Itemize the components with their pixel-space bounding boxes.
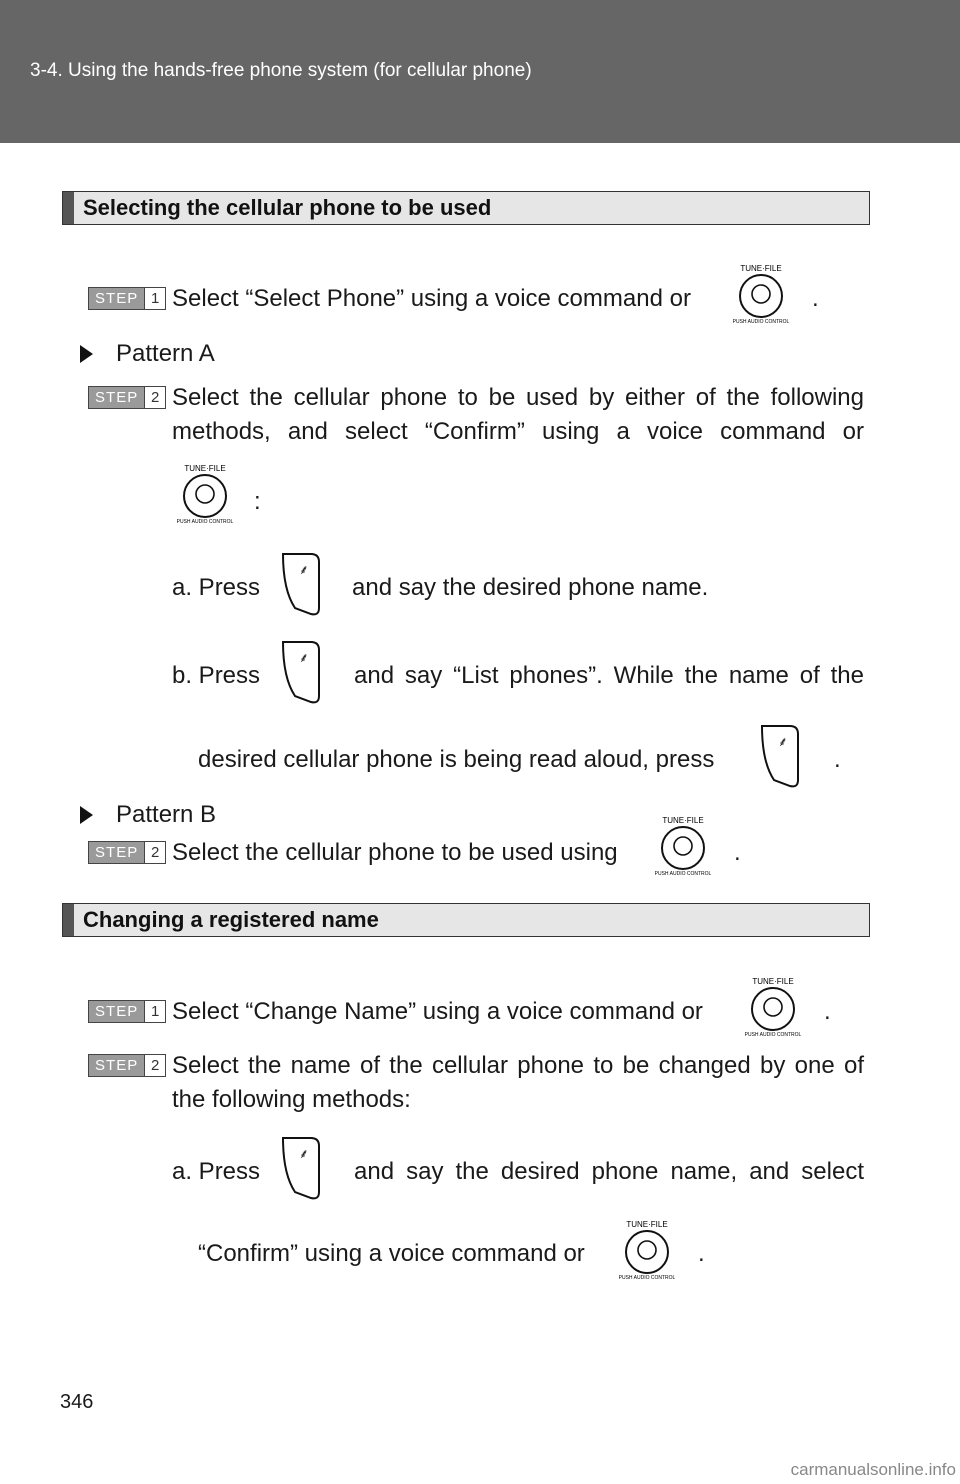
svg-text:PUSH AUDIO CONTROL: PUSH AUDIO CONTROL	[655, 871, 712, 877]
svg-text:TUNE·FILE: TUNE·FILE	[740, 264, 781, 273]
section-title: Changing a registered name	[83, 907, 379, 932]
svg-text:TUNE·FILE: TUNE·FILE	[662, 816, 703, 825]
svg-text:⸙: ⸙	[299, 563, 309, 578]
chapter-title: 3-4. Using the hands-free phone system (…	[30, 60, 532, 81]
svg-text:TUNE·FILE: TUNE·FILE	[626, 1220, 667, 1229]
svg-text:⸙: ⸙	[778, 735, 788, 750]
tune-file-knob-icon: TUNE·FILE PUSH AUDIO CONTROL	[733, 264, 790, 325]
page-number: 346	[60, 1391, 94, 1413]
tune-file-knob-icon: TUNE·FILE PUSH AUDIO CONTROL	[655, 816, 712, 877]
talk-switch-icon: ⸙	[281, 1137, 320, 1200]
section-heading-select-phone: Selecting the cellular phone to be used	[62, 191, 870, 225]
footer-watermark: carmanualsonline.info	[790, 1460, 956, 1479]
pattern-arrow-icon	[80, 806, 93, 824]
svg-text:TUNE·FILE: TUNE·FILE	[752, 977, 793, 986]
svg-text:PUSH AUDIO CONTROL: PUSH AUDIO CONTROL	[745, 1032, 802, 1038]
tune-file-knob-icon: TUNE·FILE PUSH AUDIO CONTROL	[619, 1220, 676, 1281]
tune-file-knob-icon: TUNE·FILE PUSH AUDIO CONTROL	[177, 464, 234, 525]
section-title: Selecting the cellular phone to be used	[83, 195, 492, 220]
svg-text:PUSH AUDIO CONTROL: PUSH AUDIO CONTROL	[733, 319, 790, 325]
talk-switch-icon: ⸙	[281, 553, 320, 616]
pattern-arrow-icon	[80, 345, 93, 363]
pattern-a-label: Pattern A	[116, 340, 215, 367]
svg-text:⸙: ⸙	[299, 651, 309, 666]
svg-text:⸙: ⸙	[299, 1147, 309, 1162]
talk-switch-icon: ⸙	[760, 725, 799, 788]
header-bar: 3-4. Using the hands-free phone system (…	[0, 0, 960, 143]
step1-text: Select “Select Phone” using a voice comm…	[172, 285, 691, 312]
svg-text:TUNE·FILE: TUNE·FILE	[184, 464, 225, 473]
pattern-b-label: Pattern B	[116, 801, 217, 828]
svg-text:PUSH AUDIO CONTROL: PUSH AUDIO CONTROL	[619, 1275, 676, 1281]
section-heading-change-name: Changing a registered name	[62, 903, 870, 937]
svg-text:PUSH AUDIO CONTROL: PUSH AUDIO CONTROL	[177, 519, 234, 525]
talk-switch-icon: ⸙	[281, 641, 320, 704]
tune-file-knob-icon: TUNE·FILE PUSH AUDIO CONTROL	[745, 977, 802, 1038]
